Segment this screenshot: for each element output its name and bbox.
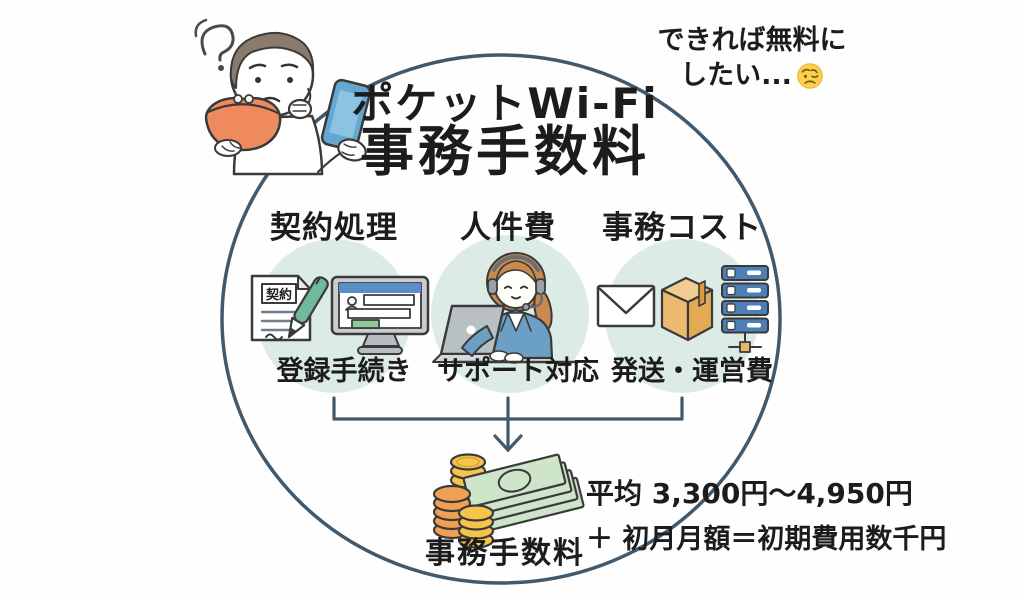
banknotes-icon bbox=[462, 453, 585, 532]
connector-lines bbox=[332, 396, 684, 453]
person-hand-on-chin bbox=[287, 88, 313, 120]
support-agent-icon bbox=[432, 252, 580, 364]
person-hair bbox=[229, 31, 315, 89]
agent-arm bbox=[461, 325, 494, 357]
server-icon bbox=[721, 265, 769, 353]
column2-caption: サポート対応 bbox=[437, 356, 599, 387]
column1-heading: 契約処理 bbox=[270, 210, 398, 246]
thought-text-line1: できれば無料に bbox=[657, 25, 847, 56]
smartphone-icon bbox=[320, 78, 372, 152]
pen-icon bbox=[287, 276, 329, 339]
thought-text-line2: したい... bbox=[632, 60, 872, 91]
agent-smile bbox=[511, 296, 521, 300]
worried-face-emoji-icon bbox=[797, 63, 823, 89]
contract-doc-label: 契約 bbox=[265, 287, 292, 303]
column3-caption: 発送・運営費 bbox=[611, 356, 773, 387]
confusion-scribble-icon bbox=[194, 18, 235, 71]
contract-processing-icons: 契約 bbox=[250, 274, 430, 355]
column2-heading: 人件費 bbox=[460, 210, 556, 246]
package-box-icon bbox=[660, 276, 714, 342]
envelope-icon bbox=[596, 284, 656, 328]
monitor-header-bar bbox=[339, 283, 421, 293]
agent-shirt bbox=[507, 312, 525, 332]
laptop-icon bbox=[432, 304, 506, 363]
avatar-icon bbox=[347, 296, 357, 306]
form-field-2 bbox=[347, 308, 411, 319]
agent-eyes bbox=[504, 285, 528, 289]
coin-purse-icon bbox=[204, 94, 282, 157]
registration-monitor-icon bbox=[330, 275, 430, 355]
box-tape bbox=[698, 280, 706, 307]
page-title-line1: ポケットWi-Fi bbox=[351, 79, 659, 128]
result-label: 事務手数料 bbox=[425, 536, 585, 571]
arrow-down-icon bbox=[493, 434, 523, 453]
confused-person-illustration bbox=[194, 18, 372, 176]
coin-stack-gold-small bbox=[457, 504, 495, 549]
form-button bbox=[351, 319, 380, 329]
form-field-1 bbox=[363, 294, 415, 306]
network-node bbox=[739, 341, 751, 353]
headset-icon bbox=[492, 254, 540, 272]
thought-text: したい... bbox=[680, 60, 792, 91]
price-range-text: 平均 3,300円〜4,950円 bbox=[586, 477, 913, 510]
money-illustration bbox=[432, 453, 585, 549]
initial-cost-note: ＋ 初月月額＝初期費用数千円 bbox=[586, 524, 947, 555]
main-circle-outline bbox=[220, 53, 782, 585]
column1-caption: 登録手続き bbox=[276, 356, 412, 387]
column3-heading: 事務コスト bbox=[602, 210, 762, 246]
office-cost-icons bbox=[596, 265, 769, 353]
page-title-line2: 事務手数料 bbox=[360, 120, 650, 183]
